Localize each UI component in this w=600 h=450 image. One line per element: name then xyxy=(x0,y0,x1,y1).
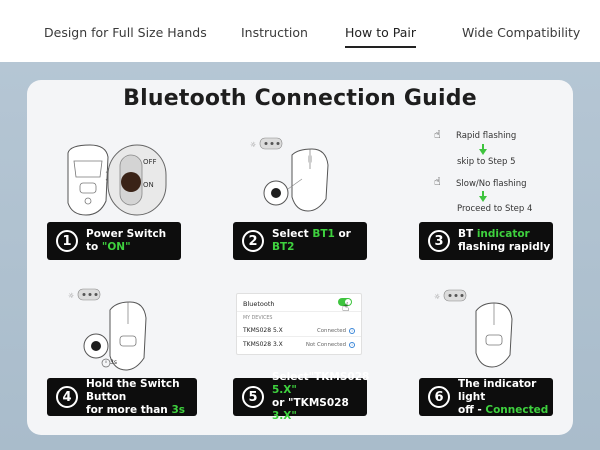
flow-arrow-down-2 xyxy=(479,196,487,202)
step-2-label: 2 Select BT1 or BT2 xyxy=(233,222,367,260)
step-4-number: 4 xyxy=(56,386,78,408)
active-tab-underline xyxy=(345,46,417,48)
bluetooth-toggle[interactable] xyxy=(338,298,352,306)
tab-design[interactable]: Design for Full Size Hands xyxy=(44,25,207,40)
step-3-label: 3 BT indicator flashing rapidly xyxy=(419,222,553,260)
info-icon[interactable]: i xyxy=(349,327,355,334)
step-5-label: 5 Select"TKMS028 5.X" or "TKMS028 3.X" xyxy=(233,371,369,422)
divider xyxy=(237,336,361,337)
bluetooth-header-row: Bluetooth xyxy=(243,300,355,308)
step-5-number: 5 xyxy=(242,386,264,408)
step-4-label: 4 Hold the Switch Button for more than 3… xyxy=(47,378,197,416)
divider xyxy=(237,311,361,312)
svg-text:☼: ☼ xyxy=(250,141,256,149)
flow-slow-flashing: Slow/No flashing xyxy=(456,179,527,189)
step-2-text: Select BT1 or BT2 xyxy=(272,228,351,253)
flow-arrow-stem-2 xyxy=(482,191,484,197)
my-devices-section: MY DEVICES xyxy=(243,316,355,321)
tab-how-to-pair[interactable]: How to Pair xyxy=(345,25,417,48)
mouse-indicator-off-illustration: ☼ xyxy=(434,289,513,368)
flow-arrow-stem-1 xyxy=(482,144,484,150)
flow-proceed-step4: Proceed to Step 4 xyxy=(457,204,533,214)
svg-text:☼: ☼ xyxy=(68,292,74,300)
step-6-text: The indicator light off - Connected xyxy=(458,377,549,416)
tab-bar: Design for Full Size Hands Instruction H… xyxy=(0,0,600,62)
bluetooth-header: Bluetooth xyxy=(243,300,275,308)
flow-arrow-down-1 xyxy=(479,149,487,155)
step-6-number: 6 xyxy=(428,386,450,408)
guide-title: Bluetooth Connection Guide xyxy=(123,86,477,111)
tab-instruction[interactable]: Instruction xyxy=(241,25,308,40)
step-2-number: 2 xyxy=(242,230,264,252)
step-5-text: Select"TKMS028 5.X" or "TKMS028 3.X" xyxy=(272,371,370,422)
tab-wide-compatibility[interactable]: Wide Compatibility xyxy=(462,25,581,40)
step-6-label: 6 The indicator light off - Connected xyxy=(419,378,553,416)
tap-hand-icon-3: ☝ xyxy=(342,300,350,314)
step-3-text: BT indicator flashing rapidly xyxy=(458,228,551,253)
svg-text:☼: ☼ xyxy=(434,293,440,301)
tab-how-to-pair-label: How to Pair xyxy=(345,25,417,40)
hold-timer-label: 3s xyxy=(110,359,117,366)
step-1-text: Power Switch to "ON" xyxy=(86,228,167,253)
info-icon[interactable]: i xyxy=(349,341,355,348)
step-4-text: Hold the Switch Button for more than 3s xyxy=(86,377,185,416)
tap-hand-icon-2: ☝ xyxy=(434,175,441,188)
flow-skip-step5: skip to Step 5 xyxy=(457,157,516,167)
mouse-bottom-switch-illustration xyxy=(67,144,167,216)
step-3-number: 3 xyxy=(428,230,450,252)
bluetooth-device-list: Bluetooth MY DEVICES TKMS028 5.X Connect… xyxy=(236,293,362,355)
my-devices-label: MY DEVICES xyxy=(243,316,273,321)
step-1-label: 1 Power Switch to "ON" xyxy=(47,222,181,260)
tap-hand-icon: ☝ xyxy=(434,128,441,141)
flow-rapid-flashing: Rapid flashing xyxy=(456,131,517,141)
mouse-hold-switch-illustration: ☼ xyxy=(68,288,147,371)
step-1-number: 1 xyxy=(56,230,78,252)
switch-on-label: ON xyxy=(143,181,154,189)
device-name: TKMS028 5.X xyxy=(243,327,283,334)
device-name: TKMS028 3.X xyxy=(243,341,283,348)
mouse-top-bt-button-illustration: ☼ xyxy=(250,137,329,212)
switch-off-label: OFF xyxy=(143,158,157,166)
